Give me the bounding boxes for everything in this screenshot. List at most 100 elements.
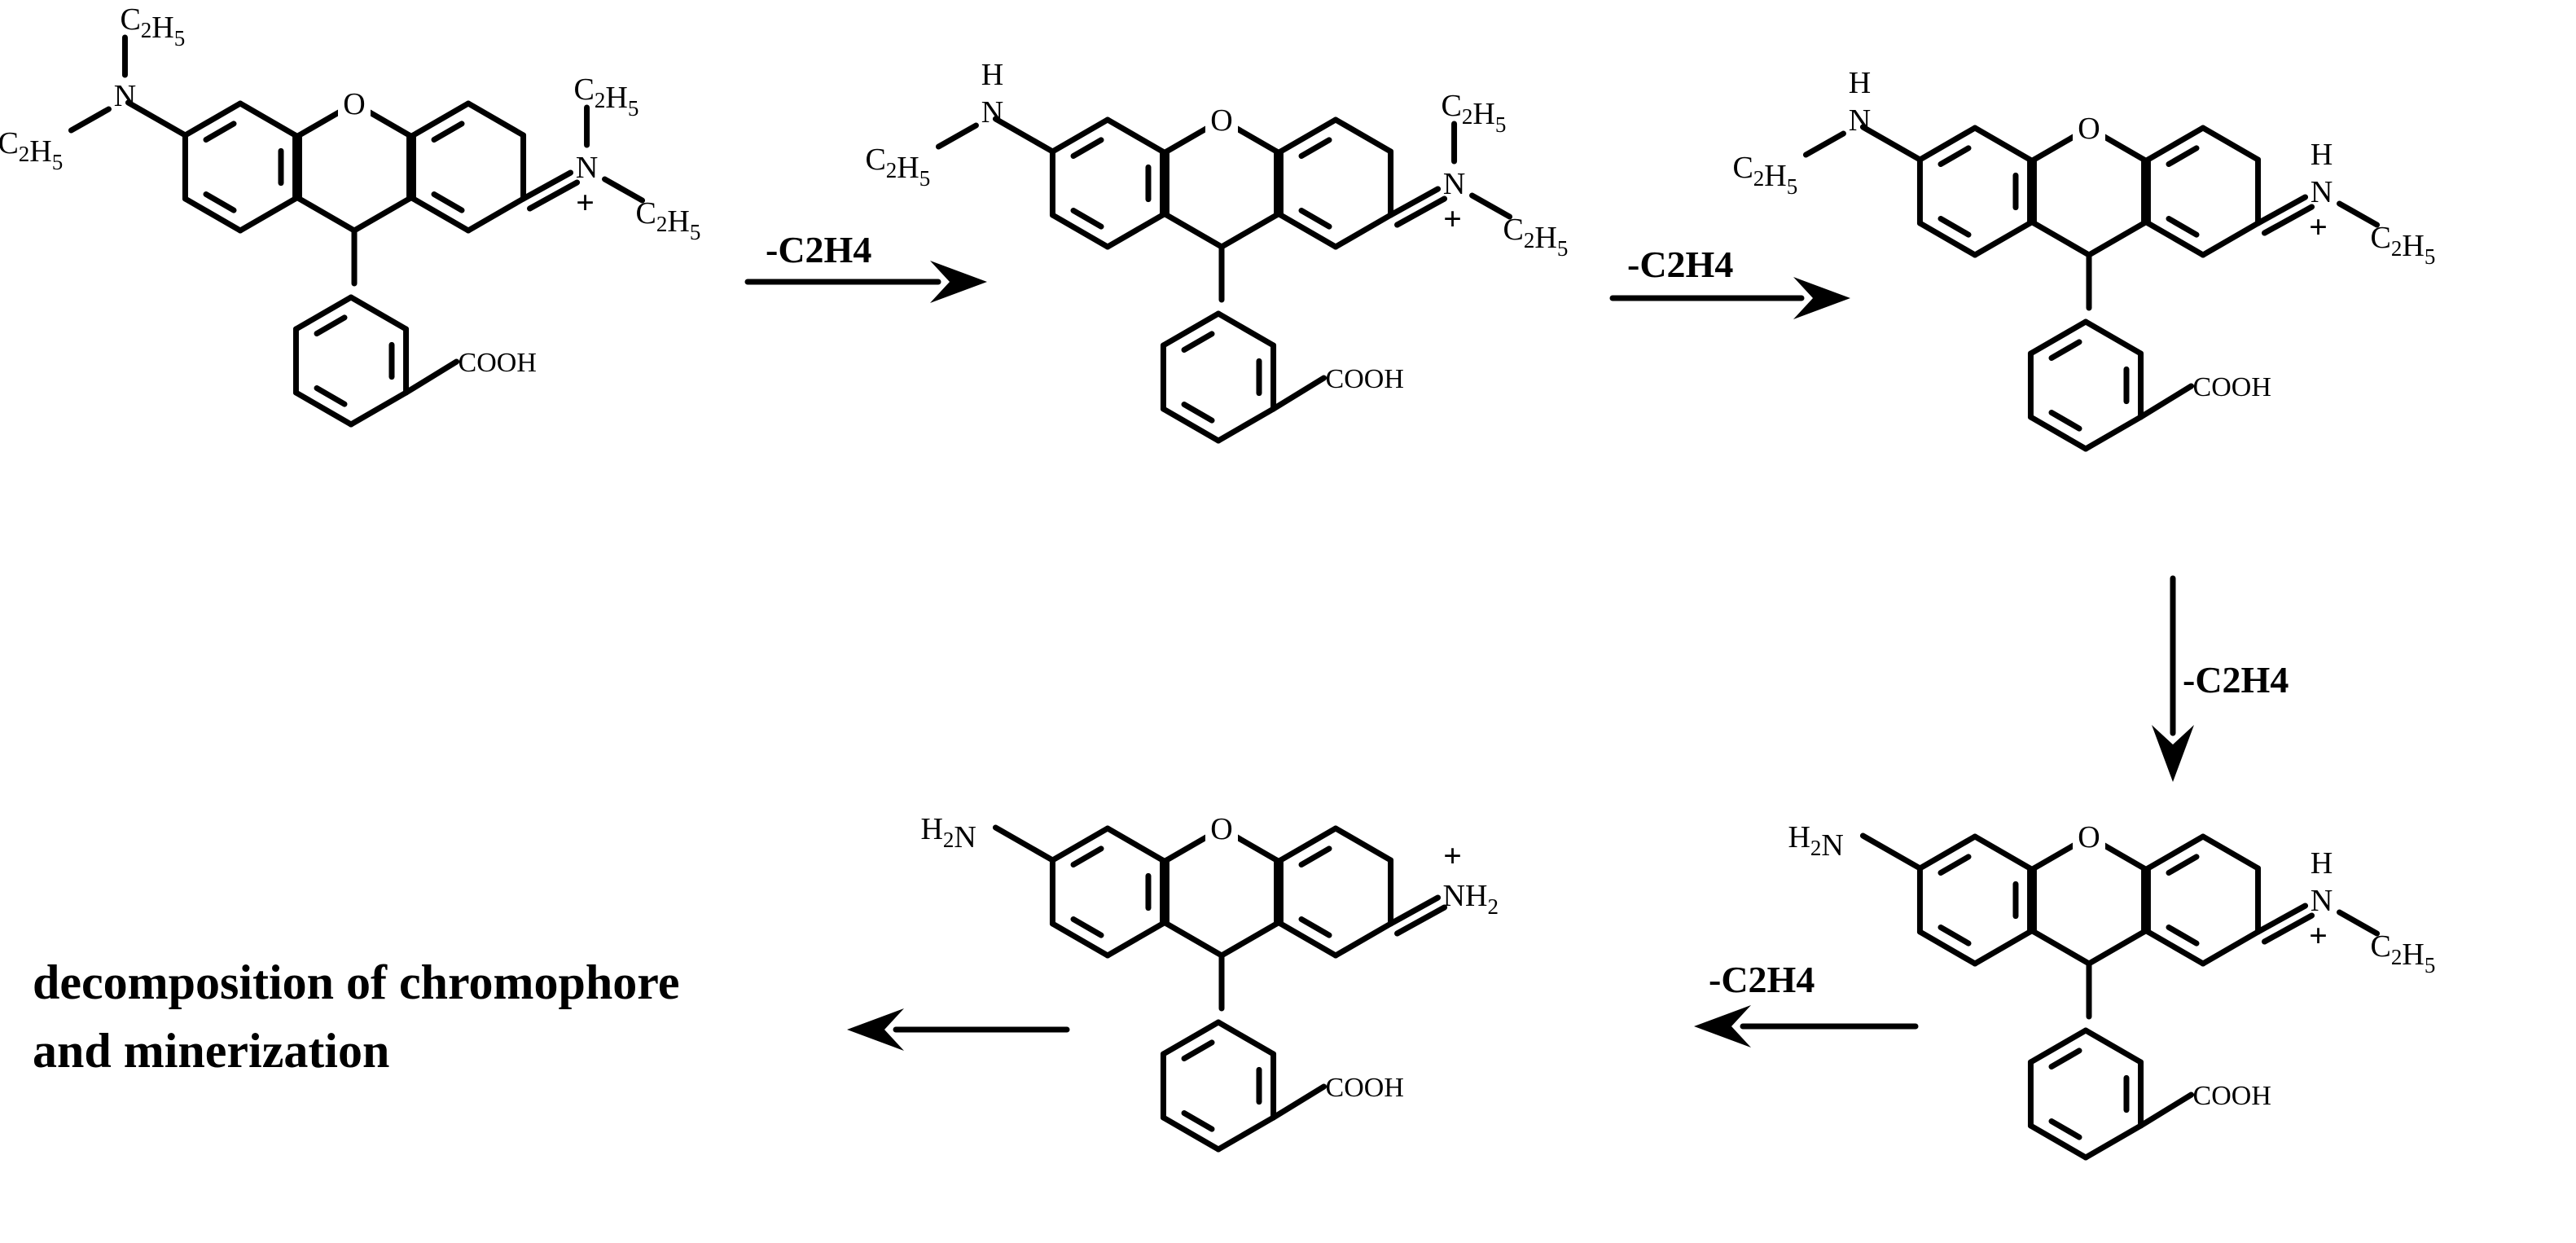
- benzoic-ring: [2027, 318, 2144, 452]
- right-ethyl-bond-right: [602, 176, 646, 204]
- left-ring-inner-bond: [1937, 215, 1972, 238]
- benzoic-ring: [292, 294, 410, 428]
- left-ring: [182, 100, 299, 234]
- right-ring-bond: [465, 100, 527, 138]
- arrow-label-3: -C2H4: [2183, 659, 2289, 701]
- carboxyl-label: COOH: [1326, 364, 1404, 394]
- benzoic-ring-bond: [348, 389, 410, 428]
- arrow-step-3: [2152, 575, 2194, 782]
- right-iminium: NH2: [1443, 879, 1499, 919]
- left-ethyl-bond-left: [68, 106, 112, 134]
- right-ring-bond: [2144, 929, 2206, 967]
- right-imine-bond-2: [1394, 904, 1448, 937]
- carboxyl-bond: [403, 358, 460, 396]
- left-ring-bond: [1916, 125, 1978, 163]
- right-imine-bond: [2255, 903, 2309, 935]
- benzoic-ring-inner-bond: [2048, 339, 2082, 362]
- right-imine-bond-2: [2262, 204, 2315, 236]
- right-ethyl-bond: [2337, 200, 2381, 228]
- left-n-bond: [125, 99, 188, 138]
- right-ring-inner-bond: [1298, 846, 1332, 868]
- carboxyl-bond: [1270, 375, 1327, 412]
- benzoic-ring-bond: [1160, 1114, 1222, 1153]
- oxygen-label: O: [1210, 812, 1232, 846]
- central-ring: [1163, 116, 1280, 250]
- left-ring-bond: [1104, 116, 1166, 155]
- right-nitrogen: N: [576, 151, 598, 185]
- right-ring: [2144, 125, 2262, 258]
- arrow-step-2-head: [1793, 277, 1850, 319]
- left-ring-bond: [182, 195, 244, 234]
- benzoic-ring-bond: [2027, 318, 2089, 357]
- charge-plus: +: [1443, 837, 1462, 874]
- central-ring-bond: [1163, 212, 1225, 250]
- right-ring-bond: [1332, 116, 1394, 155]
- right-ring-inner-bond: [1298, 207, 1332, 230]
- benzoic-ring-bond: [1160, 406, 1222, 444]
- central-ring-bond: [2030, 929, 2092, 967]
- benzoic-ring-inner-bond: [2048, 1118, 2082, 1140]
- central-ring-bond: [1218, 920, 1280, 959]
- arrow-label-4: -C2H4: [1709, 959, 1815, 1000]
- right-imine-bond: [2255, 194, 2309, 226]
- left-ring: [1916, 125, 2034, 258]
- left-ring-inner-bond: [1937, 145, 1972, 168]
- left-ring-bond: [1972, 125, 2034, 163]
- arrow-label-2: -C2H4: [1627, 244, 1733, 285]
- arrow-step-4-head: [1694, 1005, 1751, 1048]
- central-ring-bond: [1218, 212, 1280, 250]
- benzoic-ring: [1160, 1019, 1277, 1153]
- benzoic-ring-bond: [1215, 1114, 1277, 1153]
- right-hydrogen: H: [2311, 846, 2332, 881]
- left-nitrogen: N: [1849, 103, 1871, 138]
- central-ring: [296, 100, 413, 234]
- left-ring-bond: [1049, 212, 1111, 250]
- oxygen-mask: [338, 84, 371, 116]
- left-ethyl: C2H5: [1732, 151, 1797, 199]
- central-ring: [2030, 125, 2148, 258]
- left-ring: [1049, 116, 1166, 250]
- benzoic-ring-bond: [1160, 310, 1222, 349]
- right-imine-bond: [520, 169, 574, 202]
- right-ring-inner-bond: [2166, 854, 2200, 876]
- final-text-line1: decomposition of chromophore: [33, 955, 679, 1009]
- charge-plus: +: [1443, 200, 1462, 237]
- left-ethyl-bond: [1802, 130, 1846, 158]
- benzoic-ring-bond: [2082, 1122, 2144, 1161]
- right-imine-bond-2: [1394, 195, 1448, 228]
- benzoic-ring-inner-bond: [1181, 1109, 1215, 1132]
- left-nitrogen: N: [114, 79, 136, 113]
- benzoic-ring-bond: [2082, 1027, 2144, 1065]
- left-ring-bond: [1916, 833, 1978, 872]
- benzoic-ring-inner-bond: [2048, 1048, 2082, 1070]
- carboxyl-label: COOH: [459, 348, 537, 378]
- right-ring: [1277, 825, 1394, 959]
- oxygen-label: O: [343, 87, 365, 121]
- right-ring-bond: [410, 100, 472, 138]
- benzoic-ring-inner-bond: [314, 314, 348, 337]
- left-ethyl: C2H5: [865, 143, 930, 191]
- left-hydrogen: H: [981, 58, 1003, 92]
- benzoic-ring-inner-bond: [314, 384, 348, 407]
- right-ring-bond: [1332, 212, 1394, 250]
- left-n-bond: [992, 824, 1055, 863]
- right-ring-bond: [1277, 825, 1339, 863]
- left-n-bond: [1859, 832, 1923, 872]
- right-ring-bond: [2200, 833, 2262, 872]
- left-n-bond: [1859, 124, 1923, 163]
- right-imine-bond-2: [2262, 912, 2315, 945]
- left-ring: [1049, 825, 1166, 959]
- central-ring-bond: [1163, 920, 1225, 959]
- right-hydrogen: H: [2311, 138, 2332, 172]
- left-ethyl-top: C2H5: [120, 2, 185, 51]
- carboxyl-bond: [2138, 1091, 2195, 1129]
- right-ring-bond: [2200, 929, 2262, 967]
- arrow-final-head: [847, 1008, 904, 1051]
- benzoic-ring: [1160, 310, 1277, 444]
